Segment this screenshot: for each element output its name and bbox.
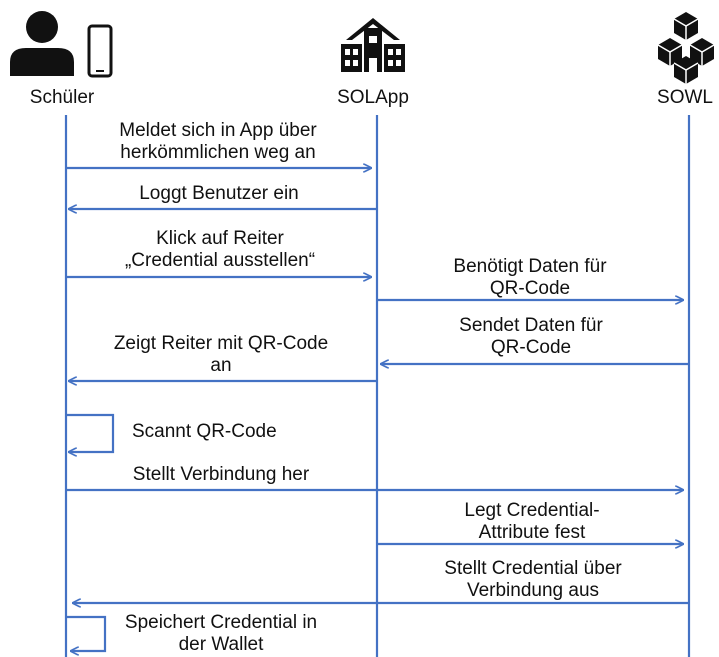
message-line: Stellt Verbindung her: [132, 464, 310, 485]
message-label-m10: Stellt Credential über Verbindung aus: [444, 558, 621, 602]
message-line: Benötigt Daten für: [453, 256, 607, 277]
arrow-m11: [67, 615, 107, 651]
message-line: Speichert Credential in: [124, 612, 318, 633]
message-line: QR-Code: [490, 337, 572, 358]
arrow-m7: [67, 413, 115, 452]
message-line: Loggt Benutzer ein: [139, 183, 299, 204]
message-label-m9: Legt Credential- Attribute fest: [464, 500, 599, 544]
message-line: „Credential ausstellen“: [124, 250, 316, 271]
message-label-m6: Zeigt Reiter mit QR-Code an: [114, 333, 328, 377]
message-label-m2: Loggt Benutzer ein: [139, 183, 299, 205]
message-label-m1: Meldet sich in App über herkömmlichen we…: [119, 120, 317, 164]
message-line: an: [210, 355, 232, 376]
message-label-m7: Scannt QR-Code: [132, 421, 277, 443]
actor-label-solapp: SOLApp: [337, 87, 409, 108]
message-line: herkömmlichen weg an: [120, 142, 316, 163]
message-line: QR-Code: [489, 278, 571, 299]
message-label-m4: Benötigt Daten für QR-Code: [453, 256, 606, 300]
actor-label-sowl: SOWL: [657, 87, 713, 108]
message-line: Scannt QR-Code: [132, 421, 277, 442]
message-label-m8: Stellt Verbindung her: [133, 464, 309, 486]
blockchain-cubes-icon: [657, 12, 715, 84]
message-line: Sendet Daten für: [459, 315, 603, 336]
message-line: Klick auf Reiter: [156, 228, 284, 249]
actor-label-schueler: Schüler: [29, 87, 95, 108]
message-label-m3: Klick auf Reiter „Credential ausstellen“: [125, 228, 315, 272]
school-building-icon: [341, 18, 405, 72]
message-label-m11: Speichert Credential in der Wallet: [125, 612, 317, 656]
message-line: Stellt Credential über: [444, 558, 622, 579]
message-line: Zeigt Reiter mit QR-Code: [113, 333, 329, 354]
message-line: Legt Credential-: [464, 500, 600, 521]
message-line: der Wallet: [178, 634, 264, 655]
person-icon: [10, 11, 74, 76]
message-line: Meldet sich in App über: [119, 120, 317, 141]
message-label-m5: Sendet Daten für QR-Code: [459, 315, 603, 359]
message-line: Verbindung aus: [466, 580, 600, 601]
smartphone-icon: [87, 24, 113, 78]
message-line: Attribute fest: [478, 522, 586, 543]
